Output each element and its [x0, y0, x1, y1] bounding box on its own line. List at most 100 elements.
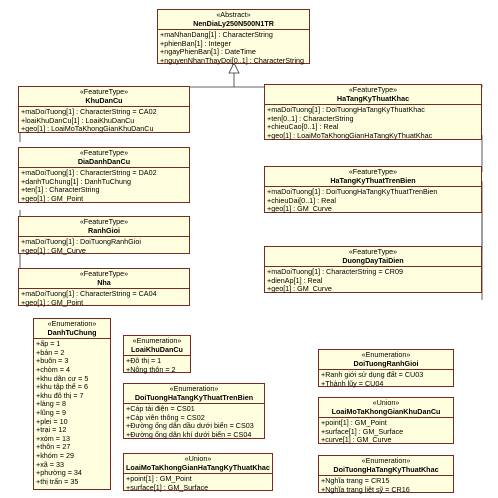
- class-name: DuongDayTaiDien: [342, 255, 404, 265]
- class-header: «FeatureType» Nha: [19, 269, 189, 290]
- attribute-list: +maDoiTuong[1] : DoiTuongRanhGioi +geo[1…: [19, 237, 189, 257]
- class-name: KhuDanCu: [85, 95, 123, 105]
- attribute-row: +maDoiTuong[1] : CharacterString = DA02: [21, 169, 157, 178]
- stereotype-label: «Union»: [184, 454, 212, 463]
- class-nendialy250n500n1tr[interactable]: «Abstract» NenDiaLy250N500N1TR +maNhanDa…: [157, 9, 310, 67]
- enum-literal: +bản = 2: [36, 348, 65, 357]
- class-header: «FeatureType» HaTangKyThuatKhac: [265, 85, 481, 106]
- class-nha[interactable]: «FeatureType» Nha +maDoiTuong[1] : Chara…: [18, 268, 190, 306]
- class-name: LoaiKhuDanCu: [131, 344, 183, 354]
- enum-literal: +xóm = 13: [36, 434, 70, 443]
- enum-literal: +làng = 8: [36, 400, 66, 409]
- class-diadanhdancu[interactable]: «FeatureType» DiaDanhDanCu +maDoiTuong[1…: [18, 147, 190, 203]
- attribute-list: +maNhanDang[1] : CharacterString +phienB…: [158, 30, 309, 67]
- enum-literal: +lũng = 9: [36, 408, 66, 417]
- attribute-list: +point[1] : GM_Point +surface[1] : GM_Su…: [319, 418, 453, 447]
- class-duongdaytaidien[interactable]: «FeatureType» DuongDayTaiDien +maDoiTuon…: [264, 246, 482, 293]
- enum-literal: +khu đô thị = 7: [36, 391, 84, 400]
- enum-doituongranhgioi[interactable]: «Enumeration» DoiTuongRanhGioi +Ranh giớ…: [318, 349, 454, 387]
- enum-literal: +khóm = 29: [36, 451, 74, 460]
- stereotype-label: «Enumeration»: [169, 384, 219, 393]
- class-name: LoaiMoTaKhongGianKhuDanCu: [331, 406, 441, 416]
- stereotype-label: «Enumeration»: [132, 336, 182, 345]
- attribute-row: +geo[1] : GM_Point: [21, 194, 84, 203]
- attribute-row: +maDoiTuong[1] : CharacterString = CA02: [21, 108, 157, 117]
- literal-list: +Ranh giới sử dụng đất = CU03 +Thành lũy…: [319, 370, 453, 390]
- enum-literal: +phường = 34: [36, 469, 82, 478]
- attribute-row: +geo[1] : GM_Curve: [267, 285, 332, 294]
- class-header: «Enumeration» DoiTuongHaTangKyThuatTrenB…: [124, 384, 264, 405]
- attribute-row: +geo[1] : LoaiMoTaKhongGianHaTangKyThuat…: [267, 131, 433, 140]
- class-name: Nha: [97, 277, 111, 287]
- union-loaimotakhonggianhatangkythuatkhac[interactable]: «Union» LoaiMoTaKhongGianHaTangKyThuatKh…: [123, 453, 273, 491]
- enum-literal: +ấp = 1: [36, 340, 61, 349]
- class-hatangkythuattrenbien[interactable]: «FeatureType» HaTangKyThuatTrenBien +maD…: [264, 166, 482, 213]
- stereotype-label: «FeatureType»: [79, 148, 129, 157]
- enum-literal: +Nghĩa trang liệt sỹ = CR16: [321, 485, 410, 494]
- enum-danhtuchung[interactable]: «Enumeration» DanhTuChung +ấp = 1 +bản =…: [33, 318, 111, 490]
- enum-literal: +thị trấn = 35: [36, 477, 79, 486]
- attribute-list: +maDoiTuong[1] : CharacterString = DA02 …: [19, 168, 189, 205]
- class-header: «Enumeration» LoaiKhuDanCu: [124, 336, 190, 357]
- class-khudancu[interactable]: «FeatureType» KhuDanCu +maDoiTuong[1] : …: [18, 86, 190, 133]
- class-header: «Abstract» NenDiaLy250N500N1TR: [158, 10, 309, 31]
- stereotype-label: «Enumeration»: [361, 350, 411, 359]
- stereotype-label: «Enumeration»: [47, 319, 97, 328]
- class-name: NenDiaLy250N500N1TR: [193, 18, 274, 28]
- class-hatangkythuatkhac[interactable]: «FeatureType» HaTangKyThuatKhac +maDoiTu…: [264, 84, 482, 140]
- class-header: «FeatureType» RanhGioi: [19, 217, 189, 238]
- enum-literal: +Đô thị = 1: [126, 357, 162, 366]
- attribute-row: +ngayPhienBan[1] : DateTime: [160, 48, 256, 57]
- class-header: «Enumeration» DoiTuongHaTangKyThuatKhac: [319, 456, 453, 477]
- enum-literal: +Cáp viễn thông = CS02: [126, 413, 205, 422]
- class-name: LoaiMoTaKhongGianHaTangKyThuatKhac: [126, 462, 270, 472]
- stereotype-label: «FeatureType»: [348, 247, 398, 256]
- enum-literal: +trại = 12: [36, 426, 67, 435]
- enum-literal: +Ranh giới sử dụng đất = CU03: [321, 371, 424, 380]
- stereotype-label: «FeatureType»: [79, 87, 129, 96]
- attribute-row: +maDoiTuong[1] : CharacterString = CA04: [21, 290, 157, 299]
- enum-doituonghatangkythuatkhac[interactable]: «Enumeration» DoiTuongHaTangKyThuatKhac …: [318, 455, 454, 493]
- class-header: «Enumeration» DoiTuongRanhGioi: [319, 350, 453, 371]
- attribute-row: +loaiKhuDanCu[1] : LoaiKhuDanCu: [21, 116, 135, 125]
- class-ranhgioi[interactable]: «FeatureType» RanhGioi +maDoiTuong[1] : …: [18, 216, 190, 254]
- attribute-row: +surface[1] : GM_Surface: [321, 427, 404, 436]
- attribute-row: +danhTuChung[1] : DanhTuChung: [21, 177, 131, 186]
- attribute-list: +point[1] : GM_Point +surface[1] : GM_Su…: [124, 474, 272, 494]
- enum-doituonghatangkythuattrenbien[interactable]: «Enumeration» DoiTuongHaTangKyThuatTrenB…: [123, 383, 265, 439]
- attribute-row: +nguyenNhanThayDoi[0..1] : CharacterStri…: [160, 56, 305, 65]
- class-name: HaTangKyThuatTrenBien: [330, 175, 416, 185]
- class-name: DoiTuongHaTangKyThuatKhac: [333, 464, 439, 474]
- attribute-row: +maDoiTuong[1] : DoiTuongRanhGioi: [21, 238, 141, 247]
- enum-literal: +plei = 10: [36, 417, 68, 426]
- enum-literal: +thôn = 27: [36, 443, 71, 452]
- attribute-list: +maDoiTuong[1] : CharacterString = CA02 …: [19, 107, 189, 136]
- literal-list: +Đô thị = 1 +Nông thôn = 2: [124, 356, 190, 376]
- attribute-row: +surface[1] : GM_Surface: [126, 483, 209, 492]
- enum-literal: +Thành lũy = CU04: [321, 379, 384, 388]
- literal-list: +Cáp tải điện = CS01 +Cáp viễn thông = C…: [124, 404, 264, 441]
- enum-literal: +chòm = 4: [36, 365, 70, 374]
- stereotype-label: «FeatureType»: [348, 167, 398, 176]
- union-loaimotakhonggiankhudancu[interactable]: «Union» LoaiMoTaKhongGianKhuDanCu +point…: [318, 397, 454, 444]
- enum-literal: +Đường ống dẫn dầu dưới biển = CS03: [126, 422, 254, 431]
- enum-literal: +khu dân cư = 5: [36, 374, 89, 383]
- attribute-row: +maDoiTuong[1] : DoiTuongHaTangKyThuatKh…: [267, 106, 425, 115]
- literal-list: +ấp = 1 +bản = 2 +buôn = 3 +chòm = 4 +kh…: [34, 339, 110, 488]
- attribute-row: +phienBan[1] : Integer: [160, 39, 231, 48]
- attribute-row: +geo[1] : GM_Point: [21, 298, 84, 307]
- stereotype-label: «Enumeration»: [361, 456, 411, 465]
- attribute-list: +maDoiTuong[1] : CharacterString = CA04 …: [19, 289, 189, 309]
- class-name: DoiTuongRanhGioi: [353, 358, 419, 368]
- attribute-row: +geo[1] : LoaiMoTaKhongGianKhuDanCu: [21, 125, 154, 134]
- enum-loaikhudancu[interactable]: «Enumeration» LoaiKhuDanCu +Đô thị = 1 +…: [123, 335, 191, 373]
- attribute-row: +geo[1] : GM_Curve: [267, 205, 332, 214]
- enum-literal: +buôn = 3: [36, 357, 69, 366]
- class-header: «FeatureType» HaTangKyThuatTrenBien: [265, 167, 481, 188]
- class-name: HaTangKyThuatKhac: [336, 93, 410, 103]
- attribute-row: +curve[1] : GM_Curve: [321, 436, 392, 445]
- attribute-list: +maDoiTuong[1] : DoiTuongHaTangKyThuatTr…: [265, 187, 481, 216]
- class-header: «Union» LoaiMoTaKhongGianHaTangKyThuatKh…: [124, 454, 272, 475]
- enum-literal: +xã = 33: [36, 460, 64, 469]
- attribute-row: +point[1] : GM_Point: [321, 419, 387, 428]
